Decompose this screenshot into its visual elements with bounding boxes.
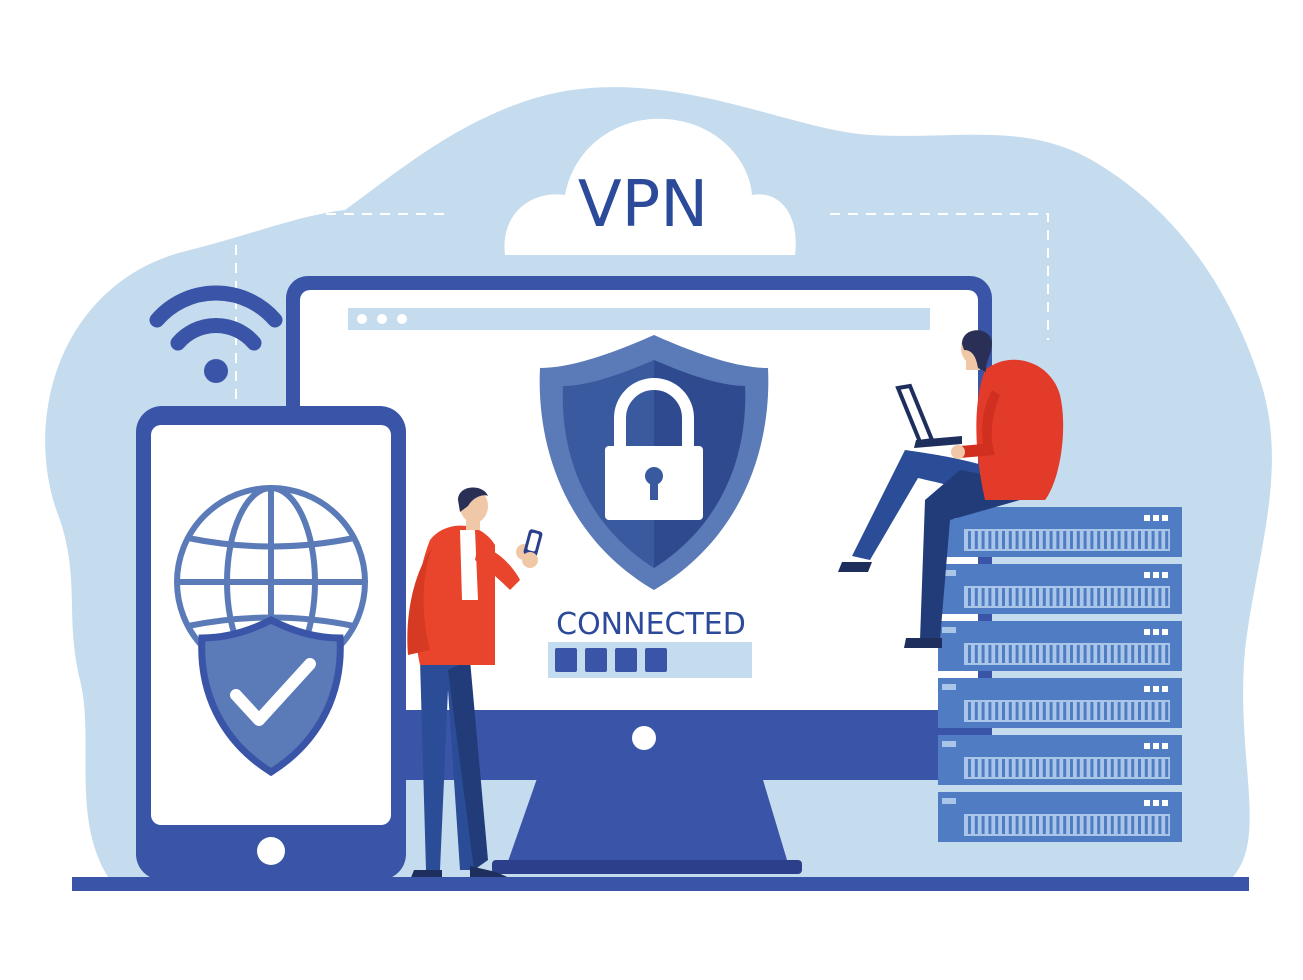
server-rack bbox=[938, 507, 1182, 842]
browser-address-bar bbox=[348, 308, 930, 330]
progress-block bbox=[615, 648, 637, 672]
shield-icon bbox=[539, 335, 769, 590]
server-status-light bbox=[1162, 572, 1168, 578]
server-unit bbox=[938, 507, 1182, 557]
cloud-label: VPN bbox=[578, 168, 708, 242]
progress-block bbox=[555, 648, 577, 672]
server-status-light bbox=[1144, 572, 1150, 578]
monitor-stand-base bbox=[492, 860, 802, 874]
vpn-cloud: VPN bbox=[504, 118, 796, 255]
server-unit bbox=[938, 792, 1182, 842]
padlock-icon bbox=[605, 378, 703, 520]
server-status-light bbox=[1144, 629, 1150, 635]
server-unit bbox=[938, 735, 1182, 785]
cloud-icon bbox=[504, 118, 796, 255]
phone-shield-icon bbox=[198, 616, 344, 777]
server-unit bbox=[938, 621, 1182, 671]
server-status-light bbox=[1144, 743, 1150, 749]
server-status-light bbox=[1153, 515, 1159, 521]
dashed-connectors bbox=[235, 213, 1049, 410]
sitting-person bbox=[838, 330, 1064, 648]
server-unit bbox=[938, 678, 1182, 728]
connection-progress-blocks bbox=[555, 648, 667, 672]
browser-dot-2 bbox=[377, 314, 387, 324]
server-status-light bbox=[1144, 515, 1150, 521]
wifi-icon bbox=[149, 285, 283, 383]
server-unit bbox=[938, 564, 1182, 614]
desktop-monitor: CONNECTED bbox=[286, 276, 992, 874]
server-status-light bbox=[1144, 800, 1150, 806]
browser-dot-1 bbox=[357, 314, 367, 324]
connection-status-label: CONNECTED bbox=[556, 607, 746, 642]
server-status-light bbox=[1153, 629, 1159, 635]
progress-block bbox=[585, 648, 607, 672]
monitor-stand bbox=[505, 770, 790, 870]
server-status-light bbox=[1153, 572, 1159, 578]
server-status-light bbox=[1144, 686, 1150, 692]
browser-dot-3 bbox=[397, 314, 407, 324]
standing-person bbox=[407, 487, 543, 880]
server-status-light bbox=[1153, 686, 1159, 692]
server-status-light bbox=[1162, 686, 1168, 692]
monitor-power-button bbox=[632, 726, 656, 750]
server-status-light bbox=[1162, 800, 1168, 806]
server-status-light bbox=[1162, 515, 1168, 521]
progress-block bbox=[645, 648, 667, 672]
server-status-light bbox=[1162, 629, 1168, 635]
ground-line bbox=[72, 877, 1249, 891]
phone-home-button bbox=[257, 837, 285, 865]
smartphone bbox=[136, 406, 406, 880]
server-status-light bbox=[1153, 800, 1159, 806]
server-status-light bbox=[1162, 743, 1168, 749]
server-status-light bbox=[1153, 743, 1159, 749]
checkmark-icon bbox=[230, 658, 316, 726]
